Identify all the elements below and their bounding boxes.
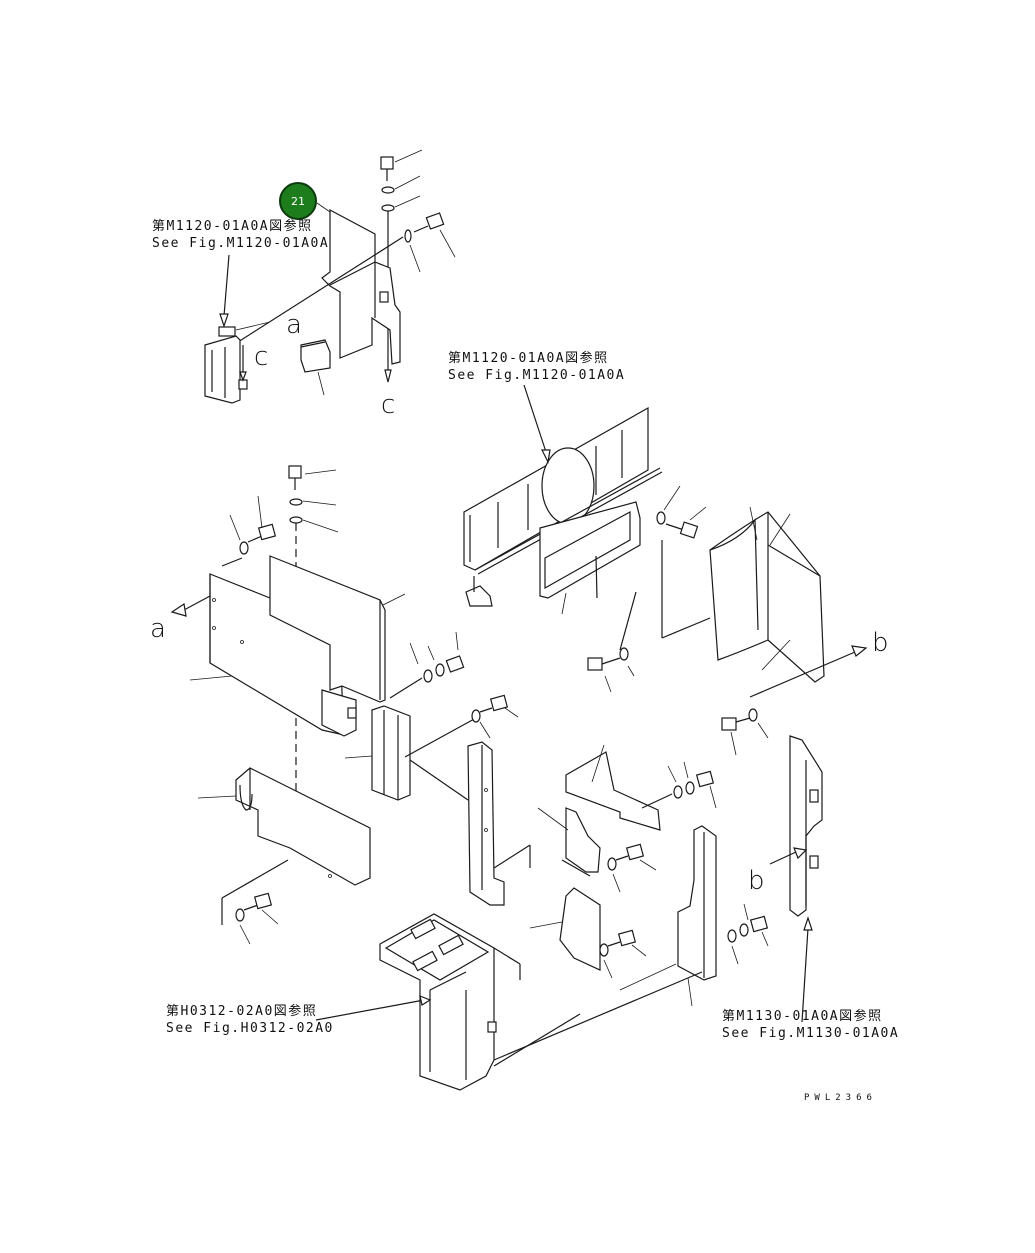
connector-letter-a-top: a <box>286 310 302 340</box>
connector-letter-a-left: a <box>150 614 166 644</box>
ref-top-right-jp: 第M1120-01A0A図参照 <box>448 351 609 366</box>
connector-letter-c-left: c <box>254 342 269 372</box>
fan-shroud-assembly <box>463 384 868 756</box>
ref-bottom-left-en: See Fig.H0312-02A0 <box>166 1021 334 1036</box>
connector-letter-b-lower: b <box>748 866 765 896</box>
ref-top-left-jp: 第M1120-01A0A図参照 <box>152 219 313 234</box>
bottom-frame <box>315 913 703 1091</box>
ref-top-left-en: See Fig.M1120-01A0A <box>152 236 330 251</box>
connector-letter-c-bottom: c <box>381 390 396 420</box>
ref-bottom-right-en: See Fig.M1130-01A0A <box>722 1026 900 1041</box>
top-cover-assembly <box>204 149 456 404</box>
drawing-code: PWL2366 <box>804 1093 877 1103</box>
callout-21[interactable]: 21 <box>279 182 317 220</box>
ref-bottom-left-jp: 第H0312-02A0図参照 <box>166 1004 318 1019</box>
right-bracket-assembly <box>619 735 823 1023</box>
connector-letter-b-right: b <box>872 628 889 658</box>
center-rail-assembly <box>467 741 717 979</box>
ref-bottom-right-jp: 第M1130-01A0A図参照 <box>722 1009 883 1024</box>
ref-top-right-en: See Fig.M1120-01A0A <box>448 368 626 383</box>
side-panel-assembly <box>170 465 519 945</box>
